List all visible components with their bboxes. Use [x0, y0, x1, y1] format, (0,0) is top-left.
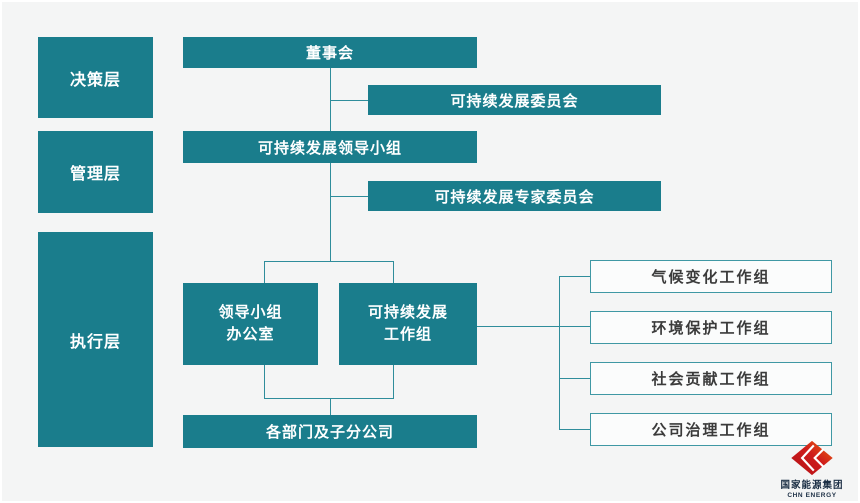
tier-decision-label: 决策层	[69, 71, 121, 89]
tier-execution-layer: 执行层	[38, 232, 153, 447]
node-leading-group-office: 领导小组 办公室	[183, 283, 318, 365]
tier-decision-layer: 决策层	[38, 37, 153, 118]
chn-energy-logo: 国家能源集团 CHN ENERGY	[775, 440, 849, 499]
corporate-governance-label: 公司治理工作组	[651, 422, 771, 439]
connector-stub-climate	[559, 276, 590, 277]
connector-stub-sd-committee	[330, 100, 368, 101]
connector-stub-governance	[559, 429, 590, 430]
leading-group-office-line2: 办公室	[226, 326, 275, 343]
social-contribution-label: 社会贡献工作组	[651, 371, 771, 388]
environmental-protection-label: 环境保护工作组	[651, 320, 771, 337]
connector-drop-working-group	[393, 261, 394, 283]
tier-management-label: 管理层	[69, 166, 121, 183]
connector-office-down	[264, 365, 265, 398]
connector-stub-expert-committee	[330, 196, 368, 197]
node-sustainability-leading-group: 可持续发展领导小组	[183, 131, 477, 163]
board-label: 董事会	[305, 45, 354, 62]
node-departments-subsidiaries: 各部门及子分公司	[183, 415, 477, 448]
node-corporate-governance-working-group: 公司治理工作组	[590, 413, 832, 446]
sustainability-working-group-line2: 工作组	[383, 326, 432, 343]
tier-management-layer: 管理层	[38, 131, 153, 213]
node-board-of-directors: 董事会	[183, 37, 477, 68]
leading-group-office-line1: 领导小组	[218, 303, 283, 321]
node-sustainability-committee: 可持续发展委员会	[368, 85, 661, 115]
connector-drop-departments	[330, 398, 331, 415]
connector-merge-bottom	[264, 398, 394, 399]
node-social-contribution-working-group: 社会贡献工作组	[590, 362, 832, 395]
logo-name-en: CHN ENERGY	[787, 492, 837, 499]
connector-stub-social	[559, 378, 590, 379]
tier-execution-label: 执行层	[69, 333, 121, 351]
connector-drop-office	[264, 261, 265, 283]
node-expert-committee: 可持续发展专家委员会	[368, 181, 661, 211]
connector-split-top	[264, 261, 394, 262]
sustainability-committee-label: 可持续发展委员会	[450, 92, 579, 110]
connector-board-to-leading-group	[330, 68, 331, 131]
connector-right-trunk	[559, 276, 560, 430]
connector-leading-group-down	[330, 163, 331, 261]
node-environmental-protection-working-group: 环境保护工作组	[590, 311, 832, 344]
expert-committee-label: 可持续发展专家委员会	[434, 188, 595, 206]
connector-working-down	[393, 365, 394, 398]
sustainability-working-group-line1: 可持续发展	[367, 303, 448, 321]
connector-working-to-right	[477, 326, 590, 327]
node-climate-change-working-group: 气候变化工作组	[590, 260, 832, 293]
logo-name-cn: 国家能源集团	[780, 480, 844, 491]
leading-group-label: 可持续发展领导小组	[257, 139, 402, 157]
departments-label: 各部门及子分公司	[265, 424, 394, 441]
node-sustainability-working-group: 可持续发展 工作组	[339, 283, 477, 365]
chn-energy-diamond-icon	[791, 440, 833, 476]
climate-change-label: 气候变化工作组	[651, 269, 771, 286]
